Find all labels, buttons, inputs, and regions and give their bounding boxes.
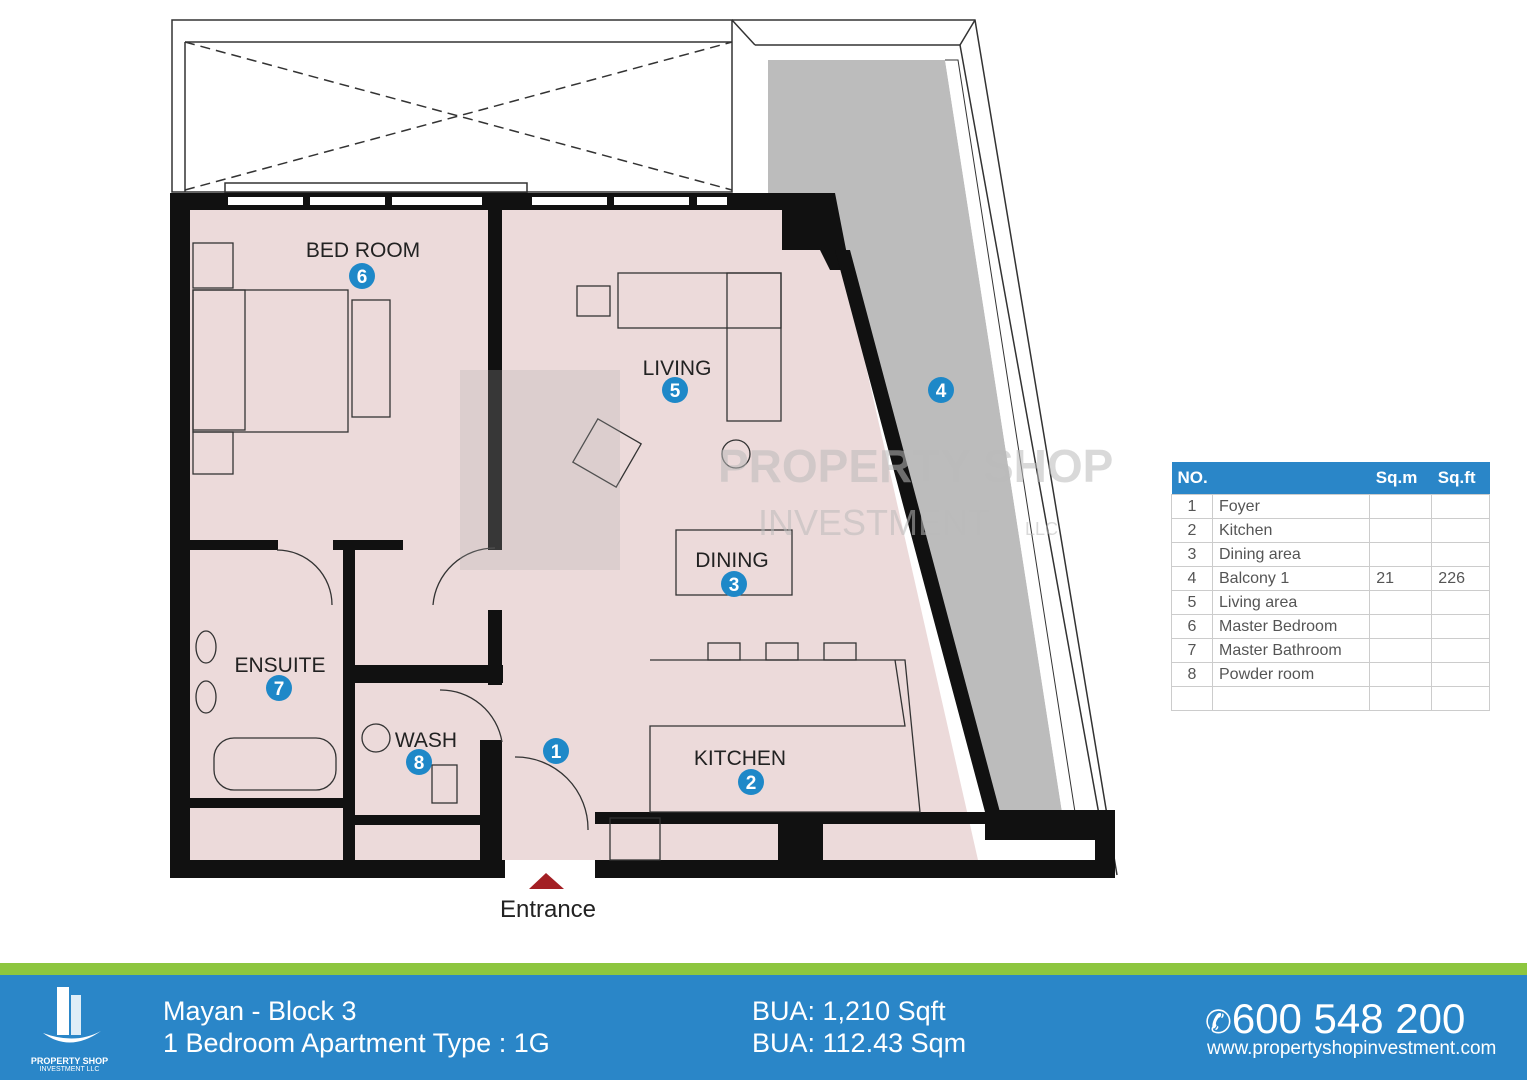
entrance-label: Entrance [500, 896, 596, 923]
cell-no: 5 [1171, 590, 1213, 615]
company-logo: PROPERTY SHOP INVESTMENT LLC [22, 983, 117, 1073]
marker-6: 6 [349, 263, 375, 289]
svg-text:6: 6 [357, 267, 368, 288]
bua-sqm: BUA: 112.43 Sqm [752, 1028, 967, 1058]
cell-name: Master Bedroom [1211, 614, 1371, 639]
phone-icon: ✆ [1205, 1004, 1232, 1040]
cell-sqft: 226 [1431, 566, 1490, 591]
table-row-empty [1171, 686, 1490, 711]
svg-text:2: 2 [746, 773, 757, 794]
marker-2: 2 [738, 769, 764, 795]
marker-5: 5 [662, 377, 688, 403]
cell-sqft [1431, 614, 1490, 639]
cell-no: 3 [1171, 542, 1213, 567]
cell-sqft [1431, 662, 1490, 687]
project-name: Mayan - Block 3 [163, 996, 357, 1026]
cell-sqft [1431, 542, 1490, 567]
unit-type: 1 Bedroom Apartment Type : 1G [163, 1028, 550, 1058]
cell-name: Living area [1211, 590, 1371, 615]
cell-name: Master Bathroom [1211, 638, 1371, 663]
windows [228, 197, 727, 205]
cell-sqm [1369, 614, 1433, 639]
svg-text:PROPERTY SHOP: PROPERTY SHOP [718, 440, 1113, 492]
cell-sqm [1369, 662, 1433, 687]
svg-text:1: 1 [551, 742, 562, 763]
terrace [171, 19, 733, 194]
cell-sqm [1369, 638, 1433, 663]
header-sqft: Sq.ft [1431, 462, 1490, 495]
footer-accent-bar [0, 963, 1527, 975]
cell-no: 7 [1171, 638, 1213, 663]
svg-text:5: 5 [670, 381, 681, 402]
furniture [192, 242, 921, 861]
cell-sqm [1369, 494, 1433, 519]
marker-8: 8 [406, 749, 432, 775]
cell-no: 8 [1171, 662, 1213, 687]
svg-text:INVESTMENT: INVESTMENT [758, 502, 990, 543]
cell-sqm [1369, 590, 1433, 615]
room-label-kitchen: KITCHEN [694, 747, 786, 770]
cell-sqm [1369, 542, 1433, 567]
room-label-ensuite: ENSUITE [234, 654, 325, 677]
svg-text:4: 4 [936, 381, 947, 402]
cell-sqm [1369, 518, 1433, 543]
building-logo-icon [42, 987, 101, 1043]
cell-no: 6 [1171, 614, 1213, 639]
watermark: PROPERTY SHOP INVESTMENT LLC [460, 370, 1113, 570]
svg-text:8: 8 [414, 753, 425, 774]
marker-4: 4 [928, 377, 954, 403]
phone-number[interactable]: ✆600 548 200 [1205, 995, 1466, 1042]
svg-text:7: 7 [274, 679, 285, 700]
cell-sqft [1431, 638, 1490, 663]
cell-name: Kitchen [1211, 518, 1371, 543]
entrance-arrow-icon [529, 873, 564, 889]
cell-no: 1 [1171, 494, 1213, 519]
cell-no: 4 [1171, 566, 1213, 591]
svg-text:3: 3 [729, 575, 740, 596]
cell-name: Foyer [1211, 494, 1371, 519]
room-label-bedroom: BED ROOM [306, 239, 420, 262]
bua-sqft: BUA: 1,210 Sqft [752, 996, 946, 1026]
header-sqm: Sq.m [1369, 462, 1432, 495]
cell-name: Powder room [1211, 662, 1371, 687]
cell-sqm: 21 [1369, 566, 1433, 591]
footer: PROPERTY SHOP INVESTMENT LLC Mayan - Blo… [0, 975, 1527, 1080]
room-label-dining: DINING [695, 549, 769, 572]
marker-3: 3 [721, 571, 747, 597]
cell-sqft [1431, 518, 1490, 543]
floor-plan: PROPERTY SHOP INVESTMENT LLC BED ROOM LI… [170, 19, 1118, 923]
marker-7: 7 [266, 675, 292, 701]
room-markers: 1 2 3 4 5 6 7 8 [266, 263, 954, 795]
cell-name: Balcony 1 [1211, 566, 1371, 591]
room-label-wash: WASH [395, 729, 457, 752]
cell-name: Dining area [1211, 542, 1371, 567]
website-link[interactable]: www.propertyshopinvestment.com [1207, 1038, 1497, 1059]
svg-text:LLC: LLC [1025, 519, 1058, 539]
header-no: NO. [1171, 462, 1370, 495]
cell-sqft [1431, 590, 1490, 615]
cell-no: 2 [1171, 518, 1213, 543]
marker-1: 1 [543, 738, 569, 764]
cell-sqft [1431, 494, 1490, 519]
balcony-frame [731, 19, 1118, 876]
room-label-living: LIVING [643, 357, 712, 380]
